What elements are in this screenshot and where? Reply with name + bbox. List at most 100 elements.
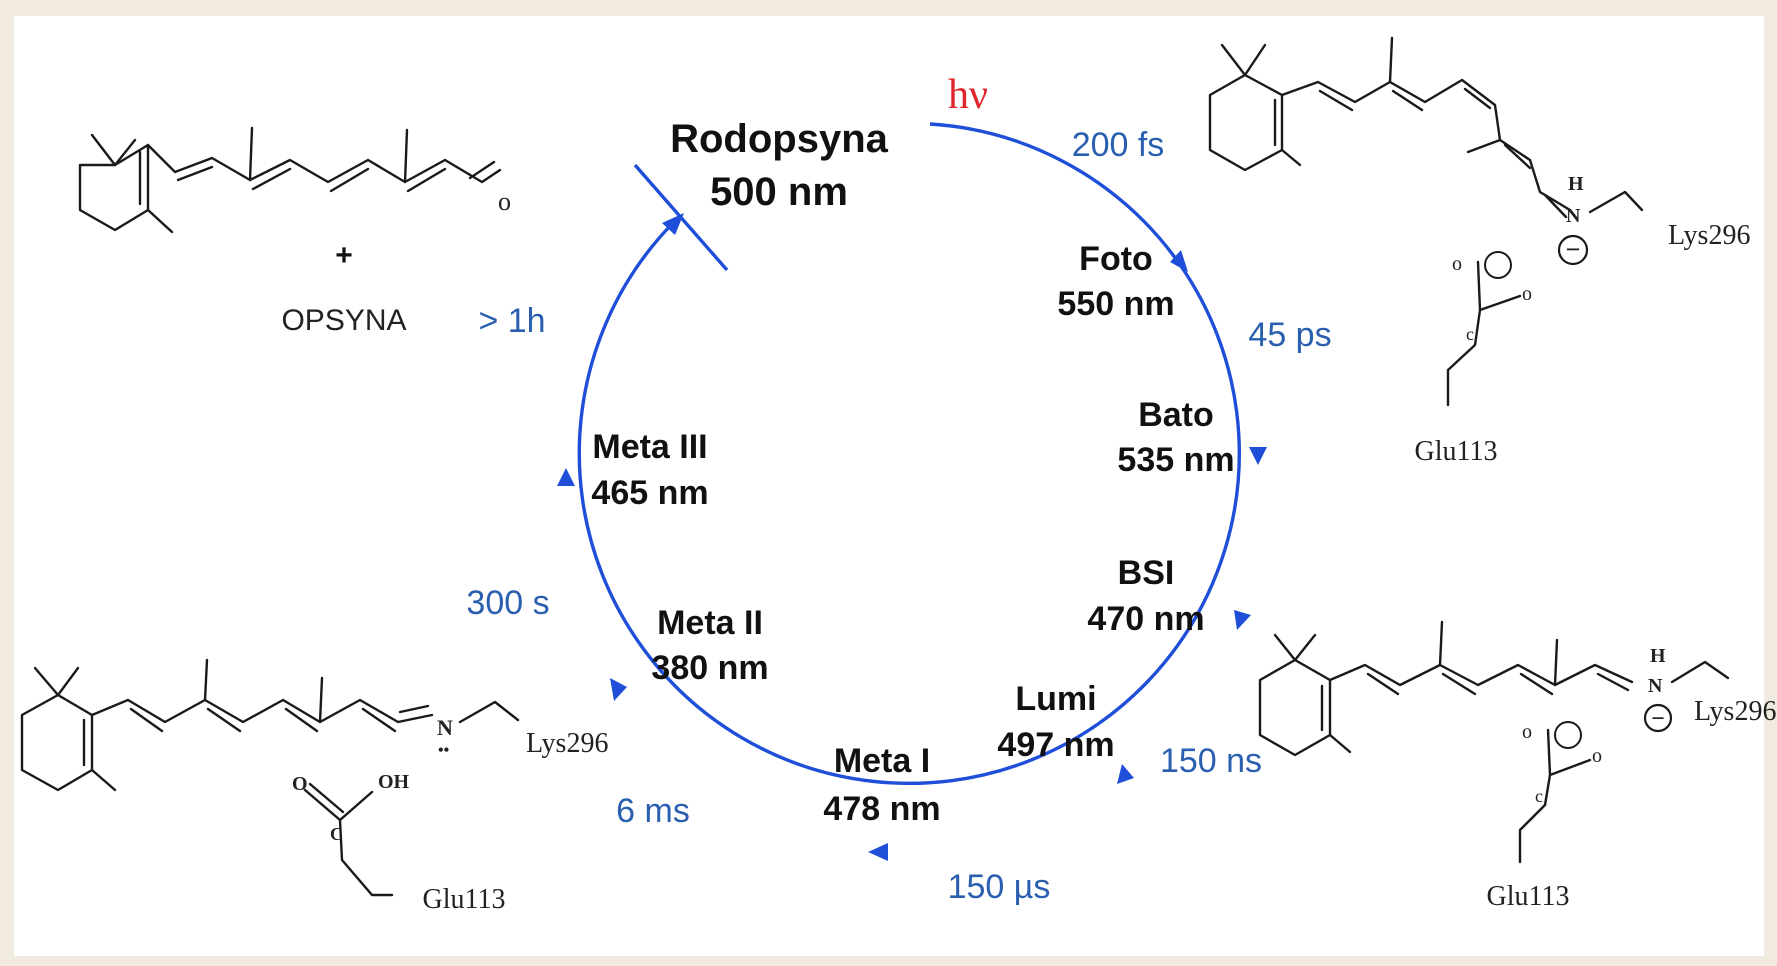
ring-methyl [146, 208, 174, 234]
carbon-label: c [1535, 786, 1543, 806]
arrowhead-bsi [1234, 610, 1251, 630]
ring-structure [1258, 658, 1332, 757]
chain-methyls [203, 658, 324, 724]
gem-dimethyl [1273, 633, 1317, 662]
state-bsi: BSI 470 nm [1087, 554, 1204, 638]
arrowhead-return [662, 213, 684, 235]
state-wavelength: 500 nm [710, 170, 848, 214]
oxygen-label: o [498, 187, 511, 216]
arrowhead-meta3 [557, 468, 575, 486]
glu113-label: Glu113 [1415, 436, 1498, 467]
state-name: Meta II [657, 604, 763, 642]
state-wavelength: 535 nm [1117, 441, 1234, 479]
polyene-double-bonds [129, 704, 430, 733]
carbon-label: c [1466, 324, 1474, 344]
time-label-t4: 150 µs [948, 868, 1051, 906]
hydrogen-label: H [1568, 173, 1584, 195]
state-name: Bato [1138, 396, 1214, 434]
gem-dimethyl [33, 666, 80, 697]
arrowhead-meta2 [610, 678, 627, 701]
polyene-chain [90, 698, 434, 724]
oxygen-1: o [1522, 721, 1532, 743]
state-name: Meta III [592, 428, 707, 466]
time-label-t5: 6 ms [616, 792, 690, 830]
oxygen-1: o [1452, 253, 1462, 275]
state-wavelength: 380 nm [651, 649, 768, 687]
molecule-retinal-protonated-top: H N − Lys296 o o c Glu113 [1208, 36, 1750, 467]
ring-structure [1208, 73, 1284, 172]
polyene-double-bonds [176, 160, 496, 193]
time-label-t6: 300 s [466, 584, 549, 622]
ring-methyl [1328, 733, 1352, 754]
state-wavelength: 497 nm [997, 726, 1114, 764]
molecule-retinal-free: o + OPSYNA [78, 126, 511, 337]
ring-methyl [90, 768, 117, 792]
glu113-label: Glu113 [1487, 881, 1570, 912]
state-meta3: Meta III 465 nm [591, 428, 708, 512]
chain-methyls [1438, 620, 1559, 687]
state-wavelength: 478 nm [823, 790, 940, 828]
opsyna-label: OPSYNA [281, 304, 406, 337]
state-meta1: Meta I 478 nm [823, 742, 940, 828]
polyene-double-bonds [1366, 672, 1630, 696]
lys296-label: Lys296 [1694, 696, 1776, 727]
lysine-link [458, 700, 520, 724]
molecule-retinal-protonated-bottom: H N − Lys296 o o c Glu113 [1258, 620, 1776, 912]
hydroxyl-label: OH [378, 771, 410, 793]
state-wavelength: 470 nm [1087, 600, 1204, 638]
chain-methyls [248, 126, 409, 184]
diagram-panel [14, 16, 1764, 956]
time-label-t3: 150 ns [1160, 742, 1262, 780]
state-wavelength: 550 nm [1057, 285, 1174, 323]
carboxylate-charge-circle [1484, 251, 1512, 279]
carboxylate [1518, 728, 1592, 864]
arrowhead-bato [1249, 447, 1267, 465]
chain-methyls [1388, 36, 1502, 154]
carboxylate [1446, 260, 1522, 407]
time-label-t7: > 1h [478, 302, 545, 340]
state-name: Meta I [834, 742, 930, 780]
nitrogen-label: N [437, 715, 453, 740]
polyene-double-bonds [1318, 87, 1568, 219]
oxygen-label: O [292, 773, 308, 795]
nitrogen-label: N [1566, 205, 1581, 227]
polyene-chain [1328, 663, 1634, 687]
state-rodopsyna: Rodopsyna 500 nm [670, 117, 889, 214]
charge-sign: − [1651, 706, 1665, 732]
photocycle [557, 122, 1267, 861]
polyene-chain [1280, 78, 1572, 212]
ring-methyl [1280, 148, 1302, 167]
state-meta2: Meta II 380 nm [651, 604, 768, 687]
nitrogen-label: N [1648, 675, 1663, 697]
state-name: Foto [1079, 240, 1153, 278]
gem-dimethyl [1220, 43, 1267, 77]
lone-pair: •• [438, 742, 449, 759]
gem-dimethyl [90, 133, 137, 167]
lys296-label: Lys296 [526, 728, 608, 759]
carboxylic-acid [303, 782, 394, 897]
molecule-retinal-schiff-base: N •• Lys296 O OH C Glu113 [20, 658, 608, 915]
polyene-chain [146, 143, 502, 184]
negative-charge-circle [1643, 703, 1673, 733]
lysine-link [1588, 190, 1644, 214]
state-name: Lumi [1015, 680, 1096, 718]
state-name: Rodopsyna [670, 117, 889, 161]
time-label-t2: 45 ps [1248, 316, 1331, 354]
state-wavelength: 465 nm [591, 474, 708, 512]
state-foto: Foto 550 nm [1057, 240, 1174, 323]
light-label: hν [948, 72, 988, 118]
state-lumi: Lumi 497 nm [997, 680, 1114, 764]
negative-charge-circle [1557, 234, 1589, 266]
ring-structure [20, 693, 94, 792]
carboxylate-charge-circle [1554, 721, 1582, 749]
state-name: BSI [1118, 554, 1175, 592]
lysine-link [1670, 660, 1730, 684]
plus-sign: + [335, 239, 353, 272]
ring-structure [78, 143, 150, 232]
state-bato: Bato 535 nm [1117, 396, 1234, 479]
arrowhead-lumi [1117, 764, 1134, 784]
hydrogen-label: H [1650, 645, 1666, 667]
lys296-label: Lys296 [1668, 220, 1750, 251]
carbon-label: C [330, 824, 343, 844]
